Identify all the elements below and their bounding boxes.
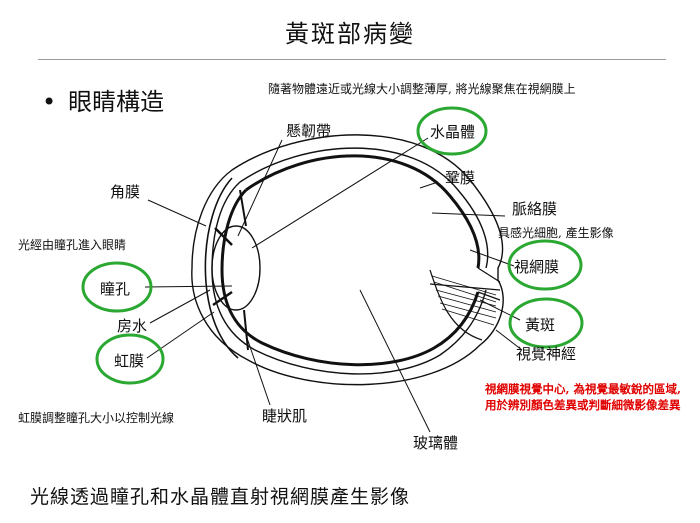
pupil-highlight-ring [81, 261, 153, 313]
title-divider [38, 59, 666, 60]
lens-shape [211, 225, 261, 311]
page-title: 黃斑部病變 [285, 20, 415, 48]
label-suspensory-ligament: 懸韌帶 [286, 122, 332, 140]
optic-nerve-shape [429, 267, 501, 301]
iris-shape [212, 227, 233, 307]
label-aqueous-humor: 房水 [117, 317, 148, 335]
label-choroid: 脈絡膜 [512, 200, 558, 218]
footer-summary: 光線透過瞳孔和水晶體直射視網膜產生影像 [30, 486, 411, 508]
label-retina: 視網膜 [514, 258, 560, 276]
label-lens: 水晶體 [430, 123, 476, 141]
iris-highlight-ring [95, 333, 165, 385]
optic-nerve-fibers [431, 275, 497, 326]
iris-note: 虹膜調整瞳孔大小以控制光線 [18, 411, 175, 425]
lens-highlight-ring [416, 106, 488, 156]
retina-note: 具感光細胞, 產生影像 [498, 226, 614, 240]
macula-description: 視網膜視覺中心, 為視覺最敏銳的區域, 用於辨別顏色差異或判斷細微影像差異 [485, 382, 682, 412]
macula-highlight-ring [508, 297, 584, 349]
label-ciliary-muscle: 睫狀肌 [262, 407, 308, 425]
pupil-note: 光經由瞳孔進入眼睛 [18, 238, 127, 252]
label-pupil: 瞳孔 [100, 280, 131, 298]
label-macula: 黃斑 [525, 316, 556, 334]
label-cornea: 角膜 [110, 183, 141, 201]
retina-outline [220, 154, 481, 367]
bullet-icon: • [42, 88, 57, 116]
label-optic-nerve: 視覺神經 [516, 345, 577, 363]
choroid-outline [211, 147, 489, 375]
lens-function-note: 隨著物體遠近或光線大小調整薄厚, 將光線聚焦在視網膜上 [268, 82, 576, 96]
label-vitreous: 玻璃體 [413, 434, 459, 452]
label-iris: 虹膜 [114, 352, 145, 370]
retina-highlight-ring [507, 239, 583, 291]
section-heading-text: 眼睛構造 [68, 88, 165, 116]
cornea-outline [204, 177, 239, 359]
section-heading: • 眼睛構造 [42, 82, 164, 117]
label-sclera: 鞏膜 [445, 169, 476, 187]
